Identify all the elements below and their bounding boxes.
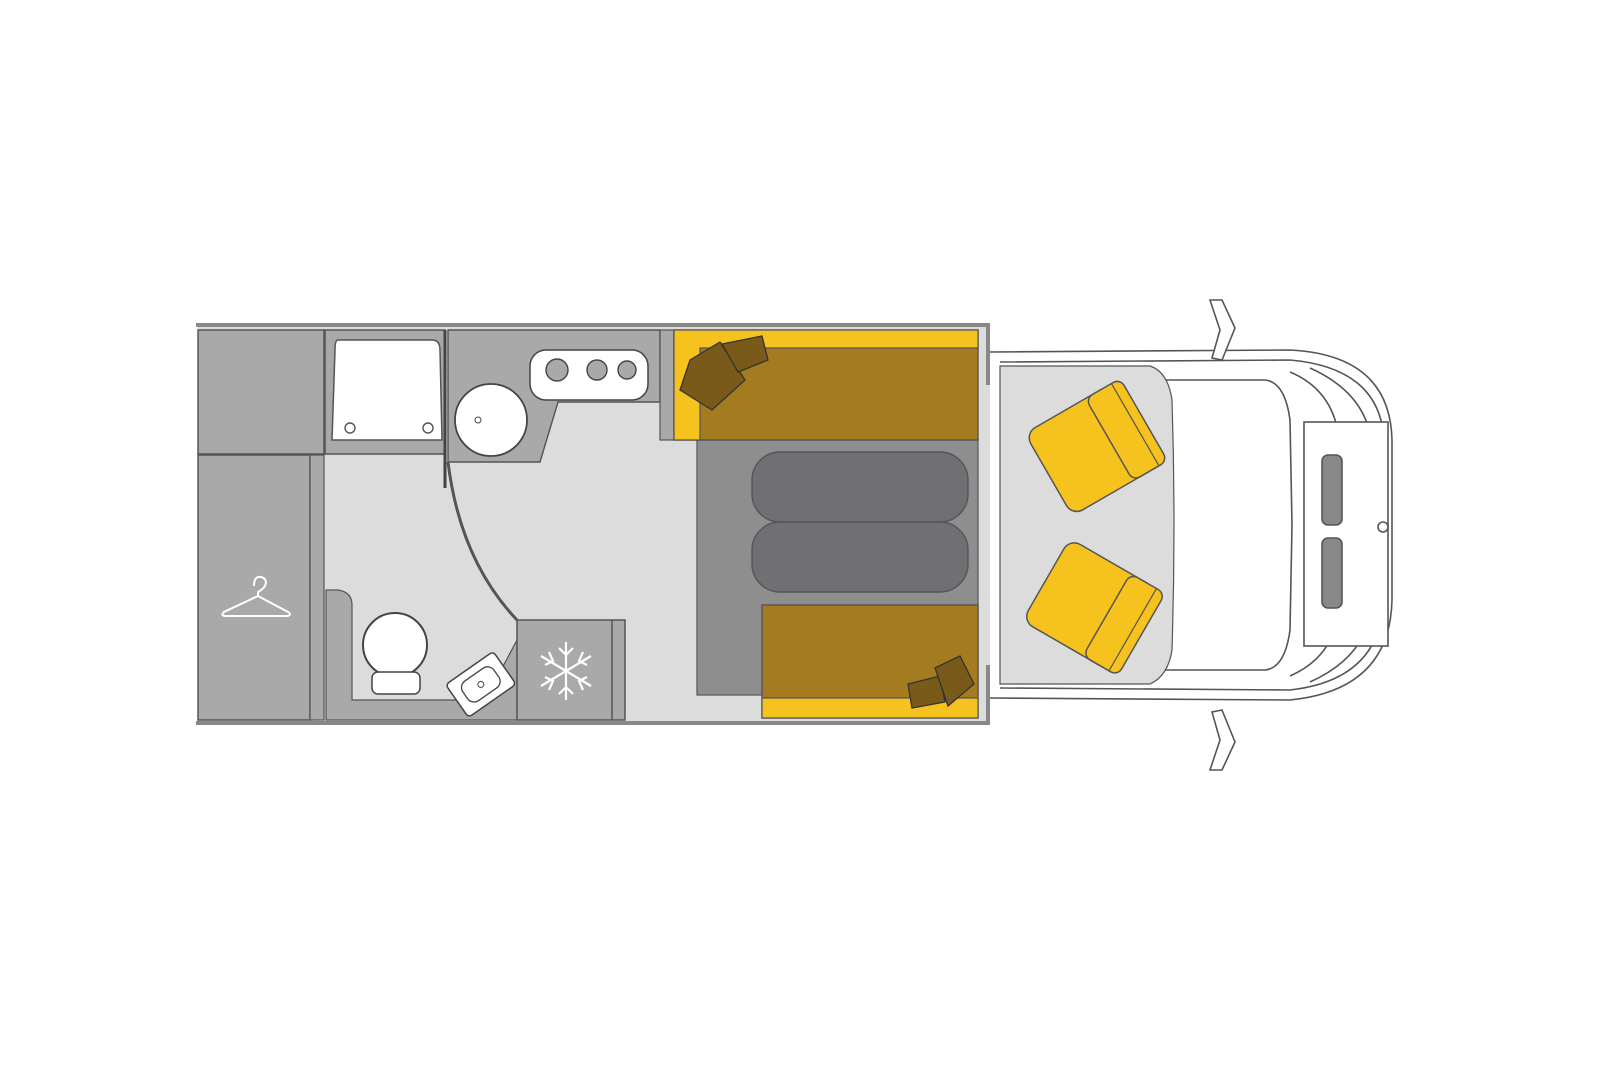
shower-drain-left [344, 422, 356, 434]
shower-drain-right [422, 422, 434, 434]
bench-rear-frame [659, 329, 675, 441]
kitchen-sink [454, 383, 528, 457]
grille-area [1303, 421, 1389, 647]
rear-cabinet [197, 329, 325, 455]
dinette-table [751, 451, 969, 593]
hob-burner-2 [586, 359, 608, 381]
washroom-basin [446, 652, 516, 717]
wardrobe-side [309, 454, 325, 721]
cab-seat-passenger [1026, 542, 1163, 674]
washroom-door [446, 461, 519, 622]
hob-burner-3 [617, 360, 637, 380]
bench-rear-backrest [673, 329, 979, 441]
sink-drain [474, 416, 482, 424]
emblem [1377, 521, 1389, 533]
mirror-right [1208, 709, 1236, 771]
cushions-front [907, 655, 975, 709]
mirror-left [1208, 299, 1236, 361]
vent-bottom [1321, 537, 1343, 609]
hob-burner-1 [545, 358, 569, 382]
windscreen [1161, 379, 1293, 671]
toilet-base [371, 671, 421, 695]
cushions [679, 335, 769, 411]
fridge [516, 619, 626, 721]
vent-top [1321, 454, 1343, 526]
washroom-toilet [362, 612, 428, 678]
bench-front-backrest [761, 697, 979, 719]
hanger-icon [221, 575, 291, 617]
cab-seat-driver [1028, 380, 1166, 513]
shower-tray [331, 339, 443, 441]
wardrobe [197, 454, 311, 721]
snowflake-icon [540, 642, 592, 700]
